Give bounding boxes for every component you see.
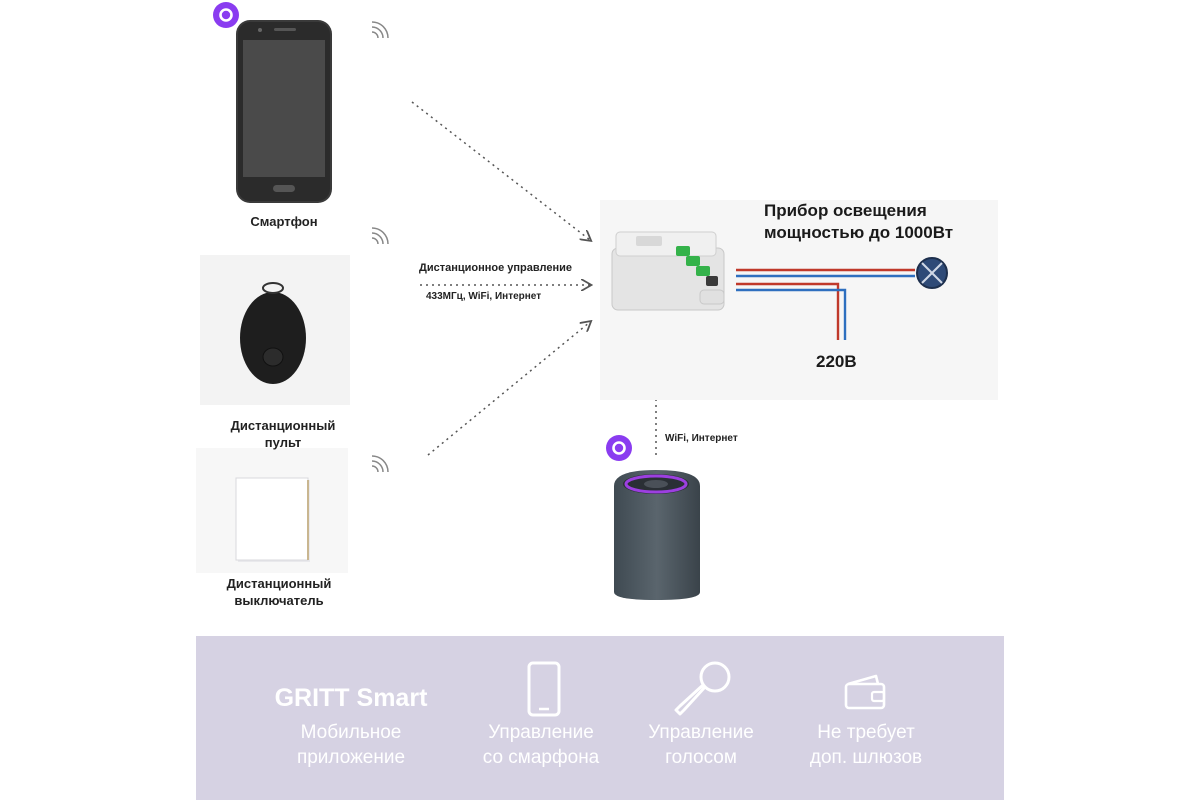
remote-control-title: Дистанционное управление bbox=[419, 262, 572, 274]
remote-label-line2: пульт bbox=[264, 435, 302, 450]
feature-line1: Не требует bbox=[817, 722, 915, 743]
brand-subtitle-line1: Мобильное bbox=[300, 722, 402, 743]
wifi-signal-icon bbox=[371, 227, 389, 245]
switch-label: Дистанционный выключатель bbox=[206, 575, 352, 609]
smartphone-label: Смартфон bbox=[250, 214, 318, 229]
brand-subtitle: Мобильное приложение bbox=[256, 720, 446, 770]
key-fob-remote-image bbox=[200, 255, 350, 405]
brand-name: GRITT Smart bbox=[274, 684, 428, 712]
brand-subtitle-line2: приложение bbox=[296, 747, 406, 768]
switch-label-line2: выключатель bbox=[234, 593, 324, 608]
feature-line2: доп. шлюзов bbox=[809, 747, 923, 768]
power-wires bbox=[736, 268, 915, 340]
feature-line2: со смарфона bbox=[482, 747, 600, 768]
smartphone-image bbox=[236, 20, 332, 203]
protocols-label: 433МГц, WiFi, Интернет bbox=[426, 291, 542, 302]
remote-label: Дистанционный пульт bbox=[210, 417, 356, 451]
switch-label-line1: Дистанционный bbox=[226, 576, 332, 591]
light-title-line1: Прибор освещения bbox=[764, 201, 927, 220]
signal-arrow bbox=[411, 101, 590, 240]
remote-label-line1: Дистанционный bbox=[230, 418, 336, 433]
speaker-link-label: WiFi, Интернет bbox=[665, 433, 738, 444]
wifi-signal-icon bbox=[371, 455, 389, 473]
alice-logo-icon bbox=[606, 435, 632, 461]
alice-logo-icon bbox=[213, 2, 239, 28]
microphone-icon bbox=[674, 661, 731, 716]
feature-line1: Управление bbox=[488, 722, 594, 743]
smartphone-icon bbox=[527, 661, 561, 717]
wifi-signal-icon bbox=[371, 21, 389, 39]
features-banner: GRITT Smart Мобильное приложение Управле… bbox=[196, 636, 1004, 800]
light-device-title: Прибор освещения мощностью до 1000Вт bbox=[764, 200, 1024, 244]
diagram-canvas bbox=[196, 2, 948, 600]
signal-arrow bbox=[427, 322, 590, 456]
relay-module-image bbox=[611, 231, 725, 311]
smart-speaker-image bbox=[614, 470, 700, 600]
wall-switch-image bbox=[196, 448, 348, 573]
feature-line2: голосом bbox=[665, 747, 737, 768]
feature-line1: Управление bbox=[648, 722, 754, 743]
lamp-icon bbox=[916, 257, 948, 289]
voltage-label: 220В bbox=[816, 352, 857, 371]
light-title-line2: мощностью до 1000Вт bbox=[764, 223, 954, 242]
wallet-icon bbox=[844, 674, 886, 710]
